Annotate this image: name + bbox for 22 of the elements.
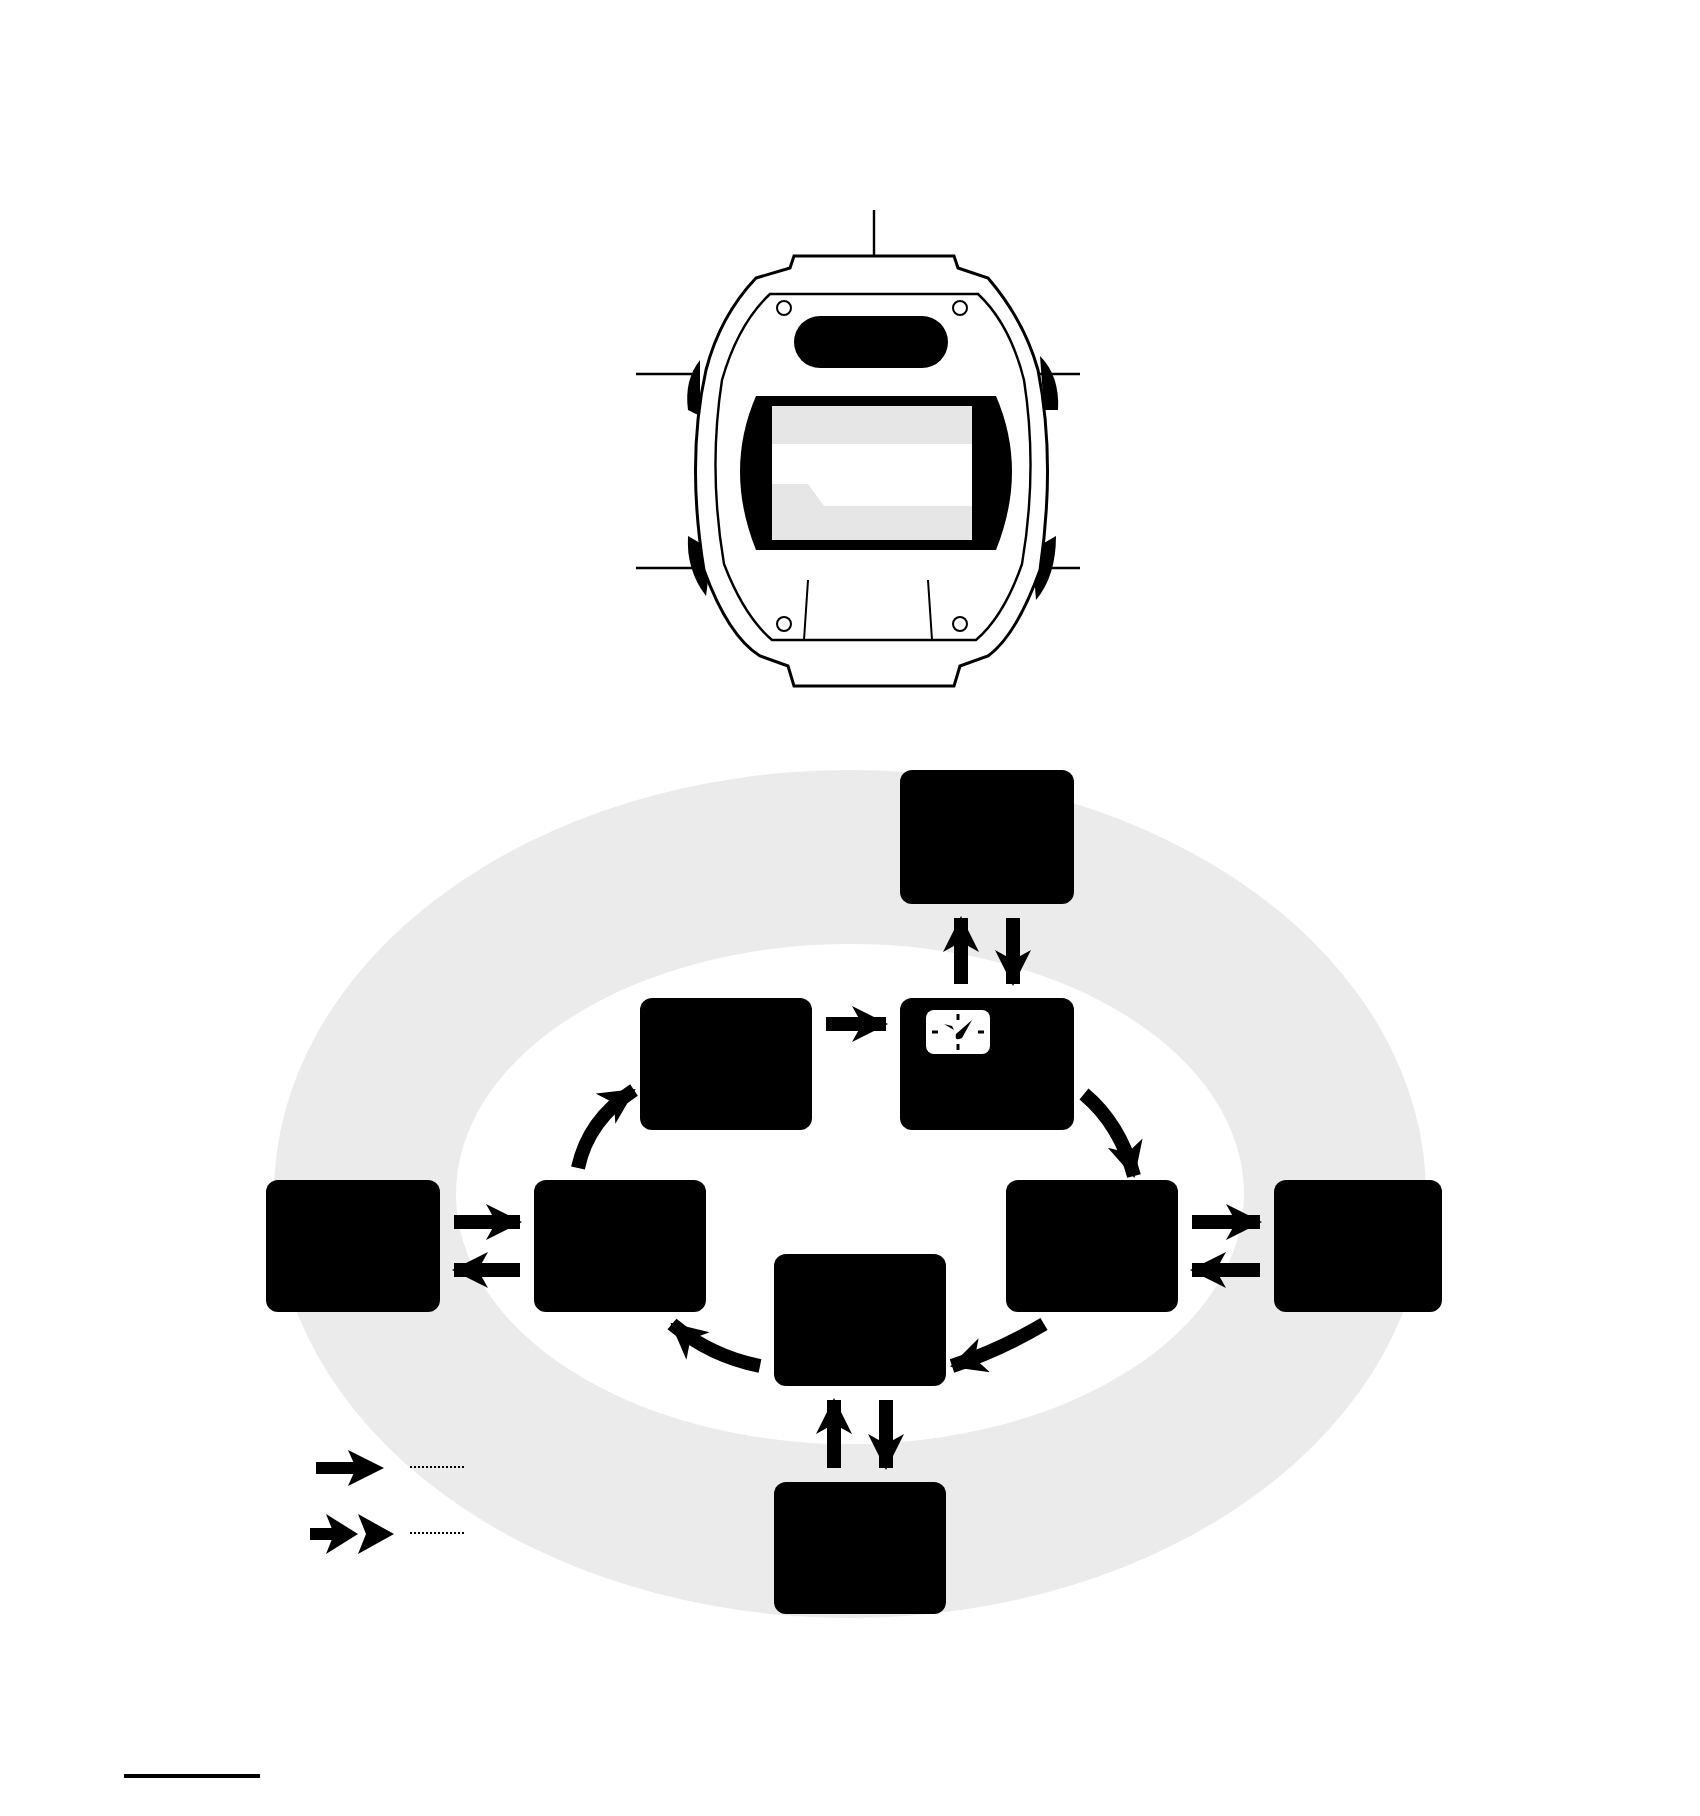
arrow [816, 1398, 852, 1468]
arrow [949, 1317, 1048, 1373]
screen-box [900, 770, 1074, 904]
arrow [571, 1084, 638, 1170]
screen-box [900, 998, 1074, 1130]
arrow [1190, 1252, 1260, 1288]
arrow [943, 916, 979, 984]
screen-box [774, 1254, 946, 1386]
screen-box [1006, 1180, 1178, 1312]
screen-box [266, 1180, 440, 1312]
screen-box [640, 998, 812, 1130]
arrow [1079, 1088, 1142, 1178]
screen-box [774, 1482, 946, 1614]
screen-box [1274, 1180, 1442, 1312]
arrow [1192, 1204, 1262, 1240]
screen-box [534, 1180, 706, 1312]
arrow [826, 1006, 888, 1042]
arrow [995, 918, 1031, 986]
arrow [868, 1400, 904, 1470]
arrow [452, 1252, 520, 1288]
arrow [667, 1318, 762, 1373]
arrow [454, 1204, 522, 1240]
